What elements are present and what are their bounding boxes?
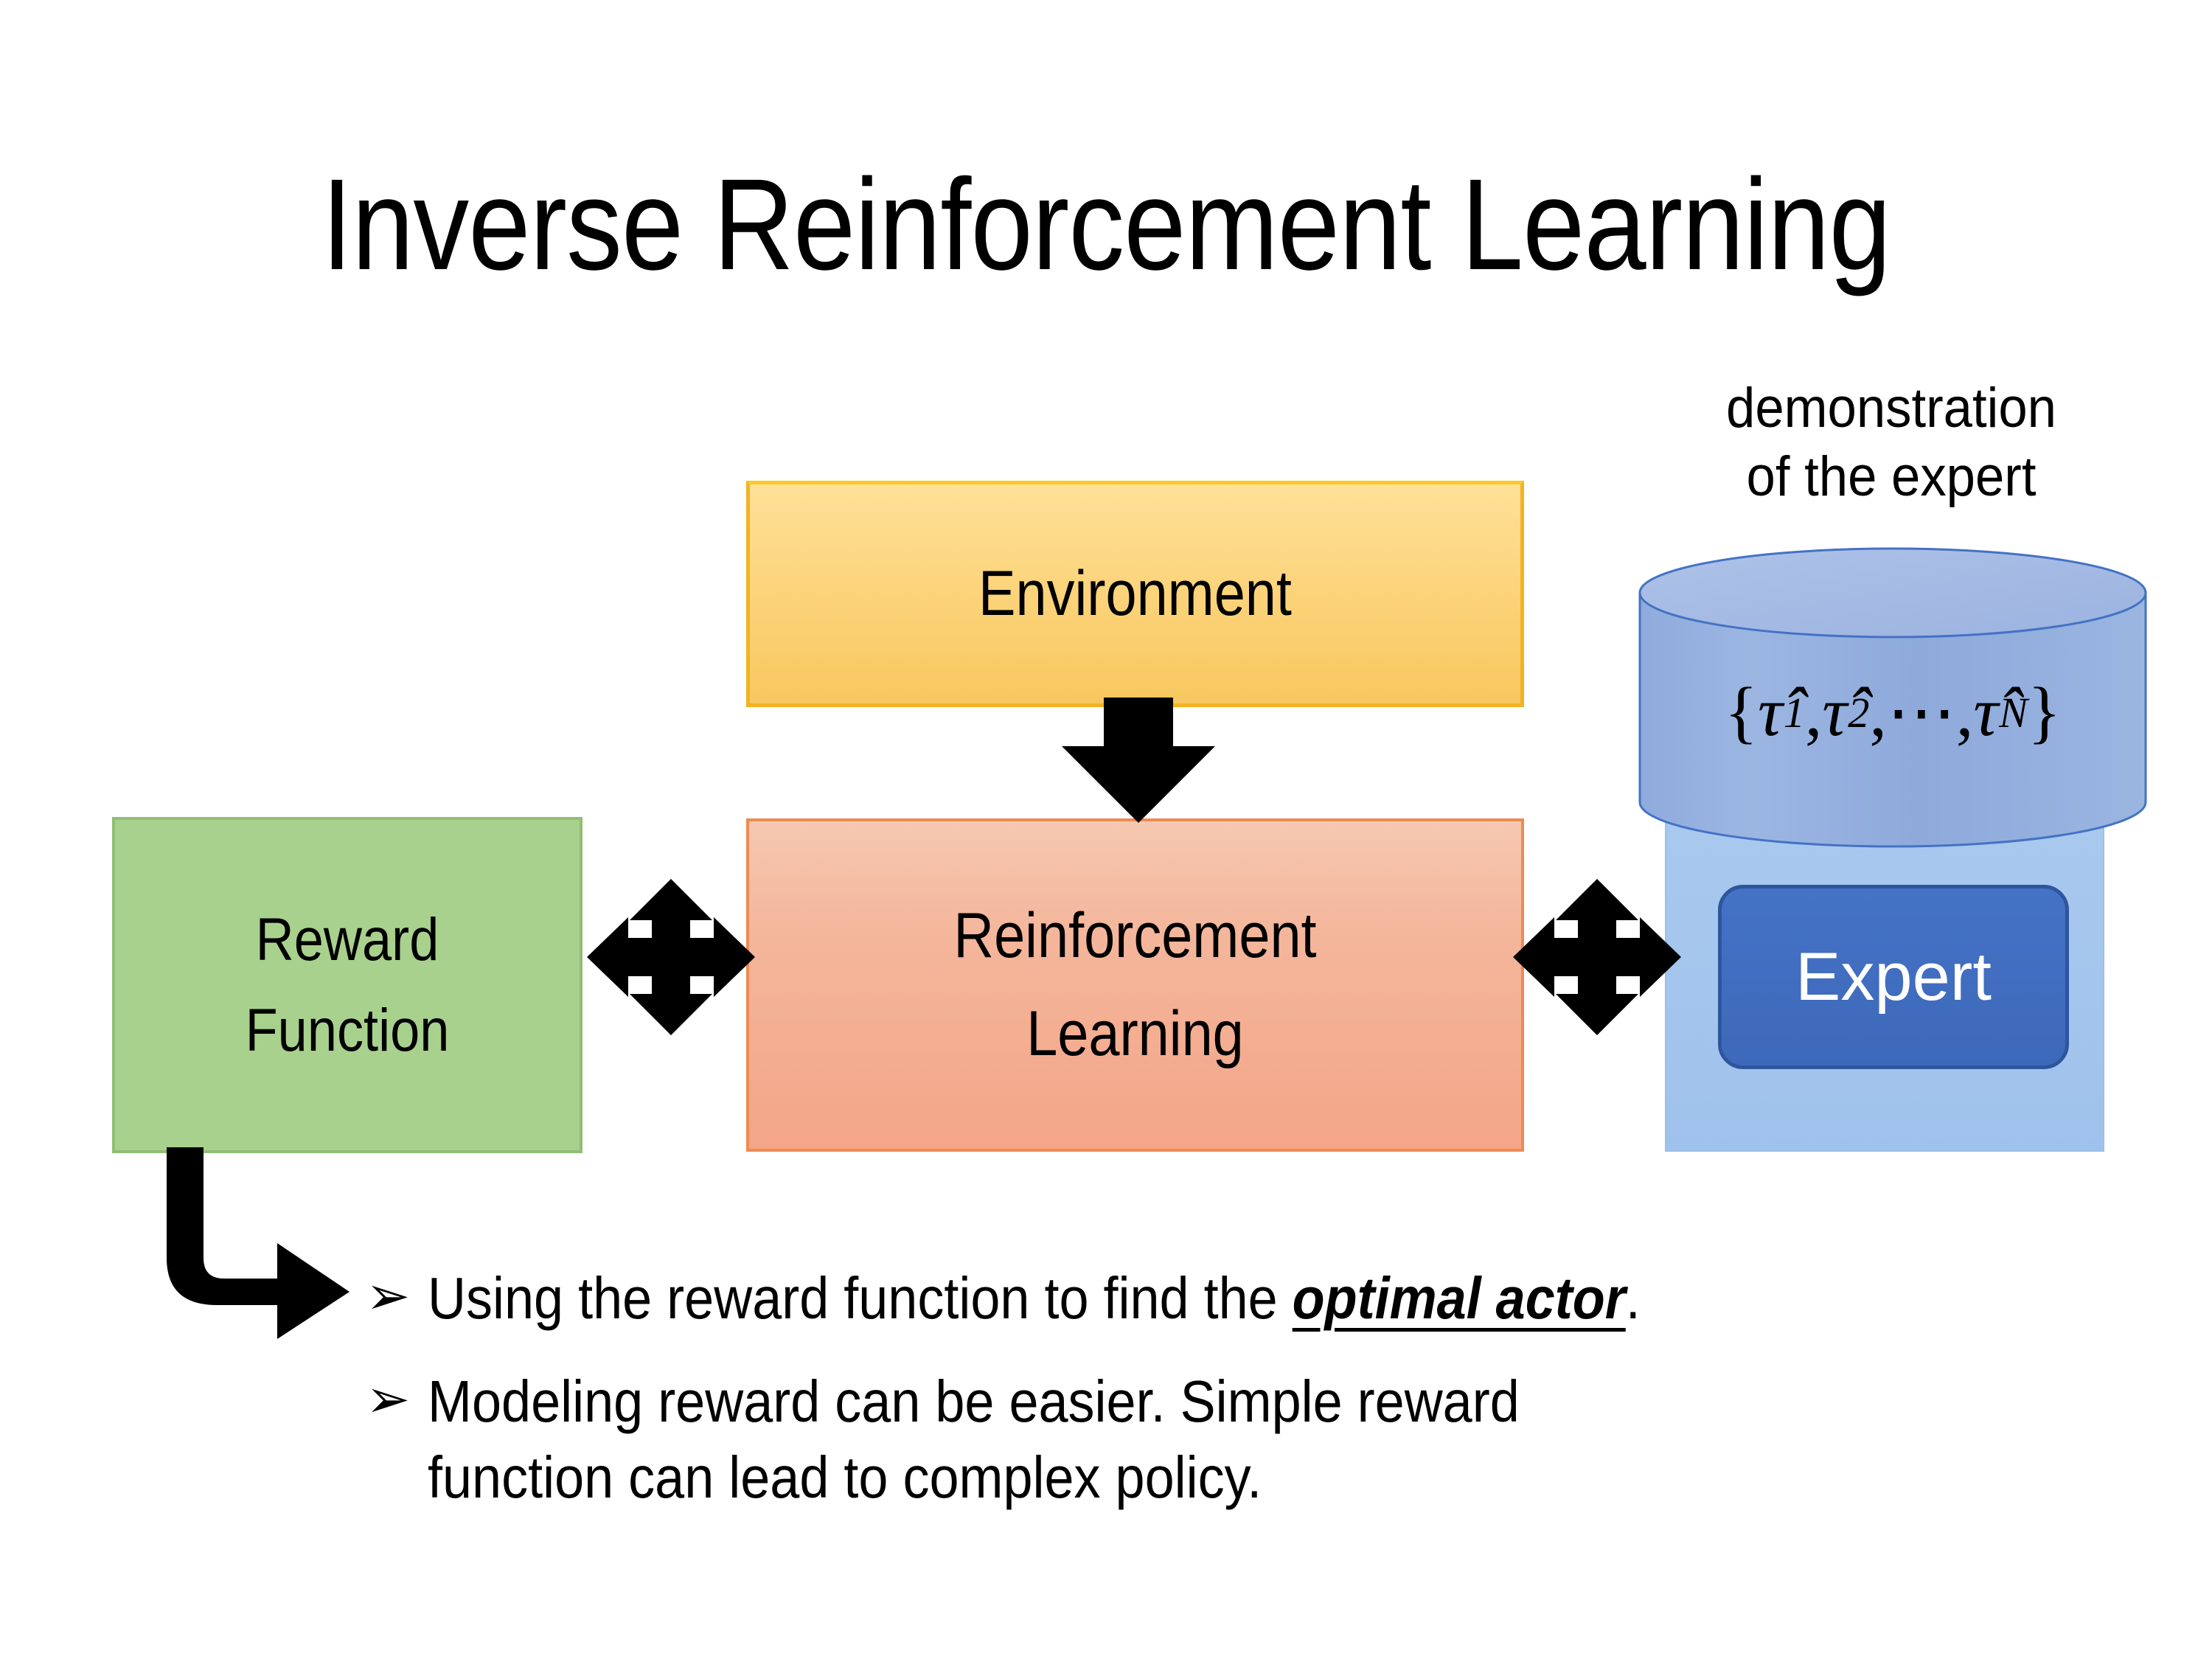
bullet-arrow-icon: ➢ bbox=[366, 1267, 411, 1326]
notes-list: ➢ Using the reward function to find the … bbox=[366, 1261, 2062, 1543]
formula-comma-3: , bbox=[1955, 674, 1974, 751]
arrow-down-icon bbox=[1062, 698, 1215, 823]
demonstration-cylinder: { τ̂1 , τ̂2 , ⋯ , τ̂N } bbox=[1638, 547, 2147, 848]
reward-label-line1: Reward bbox=[255, 906, 439, 973]
note-1-prefix: Using the reward function to find the bbox=[428, 1265, 1293, 1331]
formula-close-brace: } bbox=[2028, 674, 2062, 751]
reward-function-box[interactable]: Reward Function bbox=[112, 817, 582, 1153]
formula-comma-1: , bbox=[1804, 674, 1823, 751]
reinforcement-learning-box-label: Reinforcement Learning bbox=[796, 887, 1475, 1084]
cylinder-shape bbox=[1638, 547, 2147, 848]
rl-label-line1: Reinforcement bbox=[953, 900, 1317, 971]
note-1-emphasis: optimal actor bbox=[1292, 1265, 1626, 1331]
formula-tau-2: τ̂ bbox=[1822, 674, 1848, 751]
environment-box[interactable]: Environment bbox=[746, 481, 1524, 707]
arrow-bidirectional-icon bbox=[587, 879, 755, 1035]
formula-open-brace: { bbox=[1724, 674, 1758, 751]
page-title: Inverse Reinforcement Learning bbox=[321, 153, 1891, 297]
formula-sub-n: N bbox=[1999, 688, 2028, 737]
formula-comma-2: , bbox=[1869, 674, 1887, 751]
demonstration-caption: demonstration of the expert bbox=[1633, 375, 2149, 511]
list-item: ➢ Modeling reward can be easier. Simple … bbox=[366, 1364, 2062, 1515]
note-text-1: Using the reward function to find the op… bbox=[428, 1261, 1898, 1336]
note-text-2: Modeling reward can be easier. Simple re… bbox=[428, 1368, 1520, 1510]
rl-label-line2: Learning bbox=[1026, 998, 1244, 1069]
formula-tau-1: τ̂ bbox=[1757, 674, 1783, 751]
list-item: ➢ Using the reward function to find the … bbox=[366, 1261, 2062, 1336]
expert-box-label: Expert bbox=[1795, 939, 1992, 1015]
demonstration-formula: { τ̂1 , τ̂2 , ⋯ , τ̂N } bbox=[1638, 547, 2147, 848]
arrow-bidirectional-icon bbox=[1513, 879, 1681, 1035]
expert-box[interactable]: Expert bbox=[1718, 885, 2069, 1069]
demonstration-caption-line1: demonstration bbox=[1726, 377, 2056, 439]
formula-sub-2: 2 bbox=[1848, 688, 1870, 737]
demonstration-caption-line2: of the expert bbox=[1746, 445, 2037, 508]
reinforcement-learning-box[interactable]: Reinforcement Learning bbox=[746, 818, 1524, 1152]
environment-box-label: Environment bbox=[978, 558, 1292, 630]
reward-label-line2: Function bbox=[245, 997, 450, 1064]
bullet-arrow-icon: ➢ bbox=[366, 1370, 411, 1430]
arrow-elbow-down-right-icon bbox=[167, 1147, 349, 1339]
formula-ellipsis: ⋯ bbox=[1886, 674, 1956, 751]
formula-tau-n: τ̂ bbox=[1973, 674, 1999, 751]
note-1-suffix: . bbox=[1625, 1265, 1641, 1331]
reward-function-box-label: Reward Function bbox=[143, 894, 552, 1076]
formula-sub-1: 1 bbox=[1783, 688, 1805, 737]
